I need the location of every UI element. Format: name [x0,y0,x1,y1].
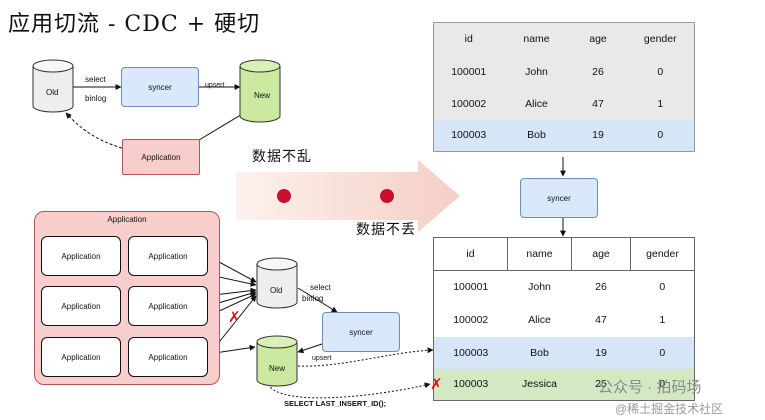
application-node-label: Application [148,251,188,261]
application-node-6: Application [128,337,208,377]
table-cell: 26 [592,65,604,78]
old-db-cylinder-top [32,59,74,113]
application-node-label: Application [148,352,188,362]
table-cell: 47 [592,97,604,110]
syncer-box-bottom: syncer [322,312,400,352]
table-row-highlight-blue: 100003 Bob 19 0 [433,336,695,369]
select-last-insert-id-query: SELECT LAST_INSERT_ID(); [284,399,387,408]
table-cell: 100003 [453,346,489,359]
table-cell: Jessica [521,378,557,391]
table-row-highlight-blue: 100003 Bob 19 0 [433,119,695,152]
edge-upsert-label-top: upsert [205,82,225,89]
new-db-label-bottom: New [269,364,286,373]
table-cell: 47 [595,314,607,326]
table-cell: Alice [528,314,551,326]
application-node-4: Application [128,286,208,326]
table-header-cell: age [589,33,607,46]
table-row: 100002 Alice 47 1 [434,304,695,337]
page-title: 应用切流 - CDC + 硬切 [8,12,261,37]
new-db-cylinder-top [239,59,281,123]
table-row: 100001 John 26 0 [434,56,695,88]
table-cell: 0 [659,281,666,294]
table-header-row: id name age gender [433,237,695,271]
edge-upsert-label-bottom: upsert [312,355,332,362]
table-header-cell: name [507,237,572,271]
table-header-row: id name age gender [434,23,695,56]
table-header-cell: id [433,237,508,271]
big-transition-arrow [236,160,460,232]
table-cell: Bob [530,346,549,359]
application-node-3: Application [41,286,121,326]
syncer-box-middle: syncer [520,178,598,218]
table-cell: 100002 [451,97,487,110]
table-cell: John [525,65,548,78]
syncer-label-middle: syncer [547,193,571,203]
watermark-community: @稀土掘金技术社区 [615,402,724,416]
application-group-title: Application [107,215,147,224]
old-db-label-bottom: Old [270,286,283,295]
table-cell: 0 [659,378,666,391]
table-cell: 0 [659,346,666,359]
red-x-icon: ✗ [228,309,241,326]
edge-binlog-label-bottom: binlog [302,294,324,303]
application-node-1: Application [41,236,121,276]
arrow-label-bottom: 数据不丢 [356,222,416,238]
table-cell: 100001 [451,65,487,78]
table-cell: Bob [527,129,546,142]
application-node-label: Application [61,352,101,362]
red-dot-left [277,189,291,203]
application-node-5: Application [41,337,121,377]
red-x-icon: ✗ [430,376,443,393]
syncer-box-top: syncer [121,67,199,107]
edge-binlog-label-top: binlog [85,94,107,103]
table-cell: 100002 [453,314,489,326]
application-box-top: Application [122,139,200,175]
old-db-cylinder-bottom [256,257,298,309]
table-cell: 1 [659,314,666,326]
red-dot-right [380,189,394,203]
table-header-cell: gender [630,237,695,271]
table-cell: 0 [657,129,664,142]
table-cell: 19 [595,346,607,359]
arrow-label-top: 数据不乱 [252,149,312,165]
table-cell: 19 [592,129,604,142]
table-row: 100001 John 26 0 [434,271,695,304]
table-cell: 1 [657,97,664,110]
application-label-top: Application [141,152,181,162]
table-header-cell: id [464,33,473,46]
table-cell: 25 [595,378,607,391]
application-node-label: Application [148,301,188,311]
table-cell: 26 [595,281,607,294]
new-db-label-top: New [254,91,271,100]
table-row: 100002 Alice 47 1 [434,88,695,120]
table-cell: John [528,281,551,294]
table-row-highlight-green: 100003 Jessica 25 0 [433,368,695,401]
application-node-label: Application [61,251,101,261]
table-cell: 100003 [453,378,489,391]
table-cell: 0 [657,65,664,78]
application-node-label: Application [61,301,101,311]
syncer-label-bottom: syncer [349,327,373,337]
table-cell: Alice [525,97,548,110]
table-header-cell: gender [643,33,677,46]
table-cell: 100001 [453,281,489,294]
watermark-account: 公众号 · 拍码场 [598,379,702,396]
old-db-label-top: Old [46,88,59,97]
table-bottom: id name age gender 100001 John 26 0 1000… [433,237,695,401]
edge-select-label-top: select [85,75,106,84]
edge-select-label-bottom: select [310,283,331,292]
table-top: id name age gender 100001 John 26 0 1000… [433,22,695,152]
table-header-cell: name [523,33,550,46]
table-header-cell: age [571,237,631,271]
table-cell: 100003 [451,129,487,142]
application-node-2: Application [128,236,208,276]
new-db-cylinder-bottom [256,335,298,387]
syncer-label-top: syncer [148,82,172,92]
